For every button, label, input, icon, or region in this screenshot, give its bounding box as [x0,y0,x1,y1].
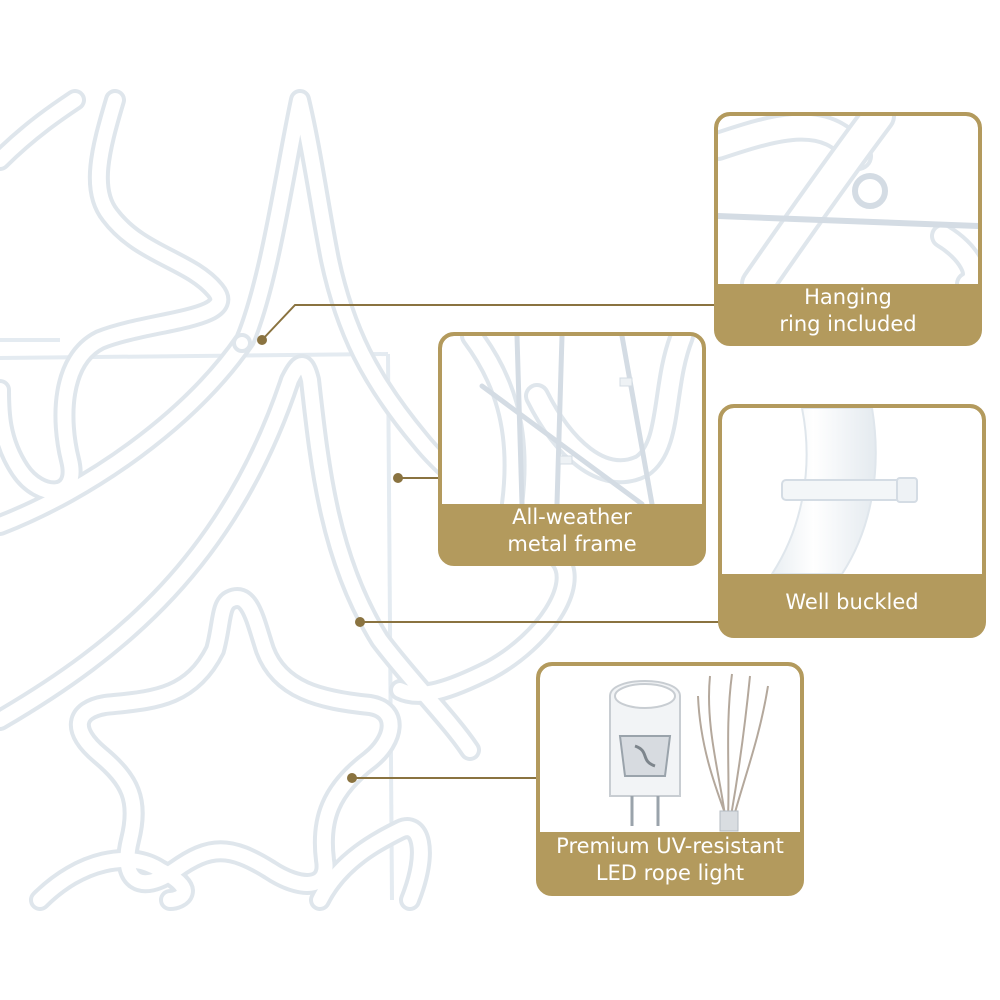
hanging-ring-closeup-photo [718,116,978,284]
callout-led-rope-light: Premium UV-resistant LED rope light [536,662,804,896]
callout-led-rope-light-label: Premium UV-resistant LED rope light [556,834,784,885]
metal-frame-closeup-photo [442,336,702,504]
leader-lines [261,304,722,779]
cable-tie-closeup-icon [770,408,918,574]
leader-dots [257,335,403,783]
callout-well-buckled-label: Well buckled [785,589,919,614]
led-bulb-closeup-icon [609,673,769,832]
hanging-ring-closeup-icon [718,116,978,284]
rope-light-tree [0,89,577,911]
callout-metal-frame: All-weather metal frame [438,332,706,566]
callout-well-buckled: Well buckled [718,404,986,638]
wire-frame [0,338,394,901]
callout-hanging-ring-label: Hanging ring included [779,285,917,336]
hanging-ring [232,333,252,353]
cable-tie-closeup-photo [722,408,982,574]
callout-metal-frame-label: All-weather metal frame [507,505,637,556]
led-bulb-closeup-photo [540,666,800,832]
callout-hanging-ring: Hanging ring included [714,112,982,346]
metal-frame-closeup-icon [460,336,695,504]
